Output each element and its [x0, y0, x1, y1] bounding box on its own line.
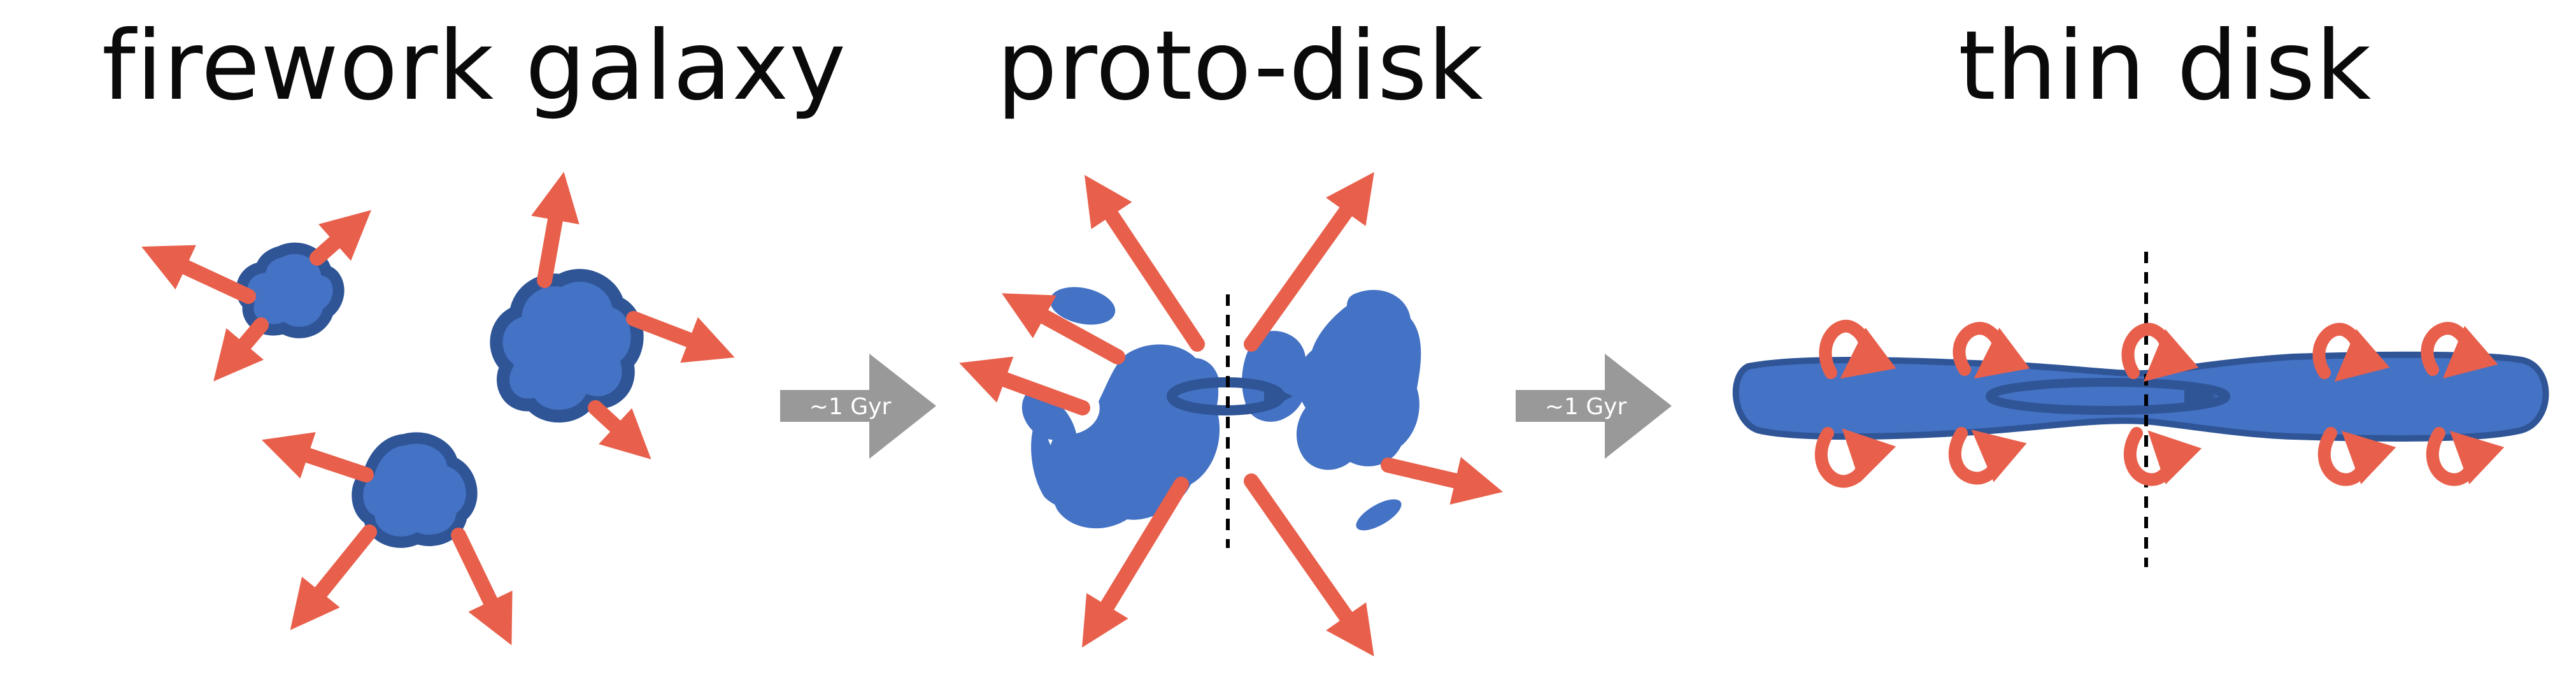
outflow-arrows-clump-1 [141, 210, 371, 382]
transition-arrow-1: ~1 Gyr [780, 354, 936, 459]
outflow-arrows-clump-3 [261, 432, 513, 645]
panel-title-proto-disk: proto-disk [997, 11, 1484, 122]
firework-galaxy-panel [141, 171, 735, 645]
panel-title-thin-disk: thin disk [1958, 11, 2372, 122]
proto-disk-outflow-arrows [959, 172, 1503, 657]
proto-disk-gas-right [1242, 289, 1421, 531]
outflow-arrows-clump-2 [531, 171, 735, 459]
galactic-fountain-loops-bottom [1814, 427, 2505, 488]
transition-arrow-2: ~1 Gyr [1516, 354, 1672, 459]
transition-label-1: ~1 Gyr [809, 394, 892, 420]
galactic-fountain-loops-top [1819, 319, 2498, 382]
gas-clump-2 [490, 269, 644, 423]
transition-label-2: ~1 Gyr [1545, 394, 1627, 420]
proto-disk-panel [959, 172, 1503, 657]
gas-clump-1 [236, 242, 345, 338]
thin-disk-panel [1732, 252, 2549, 567]
panel-title-firework-galaxy: firework galaxy [102, 11, 847, 122]
thin-disk-rotation-indicator [1986, 378, 2230, 415]
